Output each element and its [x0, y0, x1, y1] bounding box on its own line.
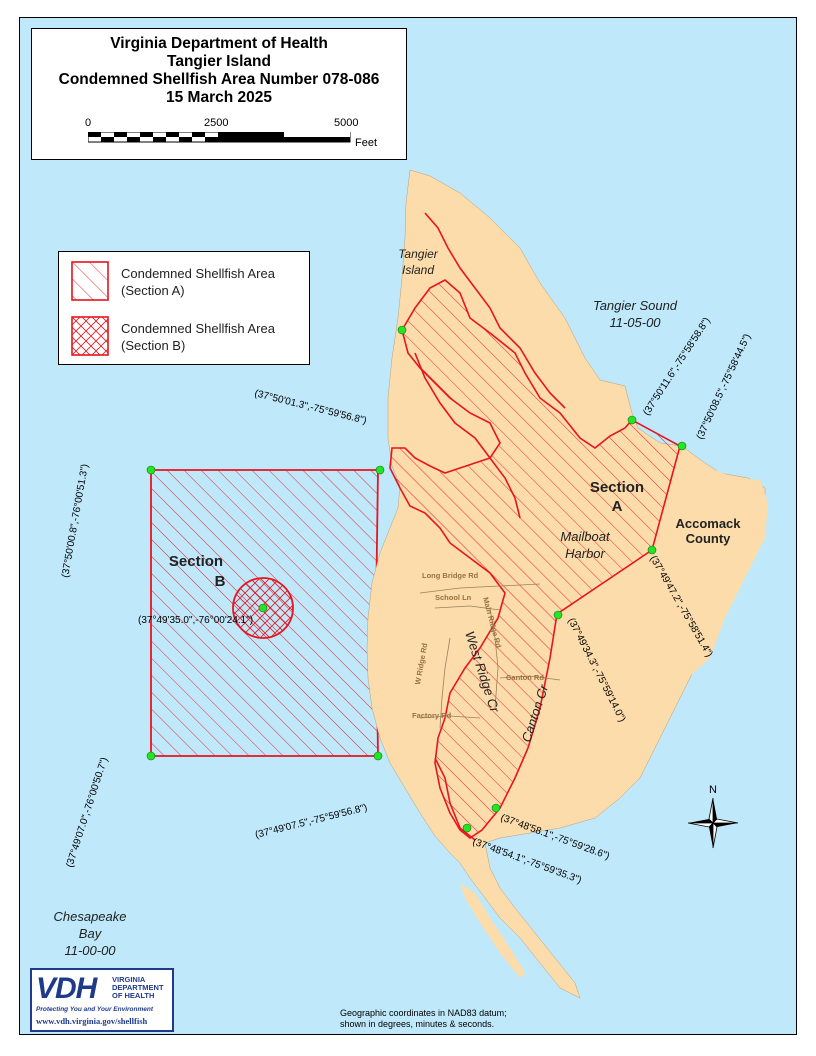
legend-sublabel: (Section B) — [121, 338, 186, 353]
scale-tick-5000: 5000 — [334, 117, 359, 129]
footnote-line: Geographic coordinates in NAD83 datum; — [340, 1008, 507, 1018]
scale-bar — [88, 132, 351, 143]
title-area-number: Condemned Shellfish Area Number 078-086 — [58, 71, 380, 88]
map-canvas: Tangier Island Tangier Sound 11-05-00 Se… — [20, 18, 796, 1034]
label-tangier-sound-code: 11-05-00 — [609, 315, 661, 330]
label-chesapeake-bay: Bay — [79, 926, 103, 941]
road-label-long-bridge: Long Bridge Rd — [422, 571, 479, 580]
scale-tick-0: 0 — [85, 117, 92, 129]
vdh-logo-text: VIRGINIA — [112, 975, 146, 984]
station-point — [647, 545, 657, 555]
legend-item-section-b: Condemned Shellfish Area (Section B) — [71, 316, 311, 360]
footnote-line: shown in degrees, minutes & seconds. — [340, 1019, 495, 1029]
label-mailboat: Mailboat — [560, 529, 611, 544]
label-chesapeake: Chesapeake — [54, 909, 127, 924]
label-accomack: Accomack — [675, 516, 741, 531]
station-point — [146, 465, 156, 475]
vdh-logo[interactable]: VDH VIRGINIA DEPARTMENT OF HEALTH Protec… — [30, 968, 174, 1032]
legend-item-section-a: Condemned Shellfish Area (Section A) — [71, 261, 311, 305]
scale-tick-2500: 2500 — [204, 117, 229, 129]
label-accomack-county: County — [686, 531, 732, 546]
north-label: N — [709, 784, 717, 796]
legend: Condemned Shellfish Area (Section A) Con… — [58, 251, 310, 365]
map-frame: Tangier Island Tangier Sound 11-05-00 Se… — [19, 17, 797, 1035]
inner-marsh-line — [414, 352, 521, 519]
label-mailboat-harbor: Harbor — [565, 546, 605, 561]
title-date: 15 March 2025 — [166, 89, 272, 106]
vdh-logo-mark: VDH — [36, 972, 97, 1005]
station-point — [258, 603, 268, 613]
station-point — [462, 823, 472, 833]
station-point — [677, 441, 687, 451]
road-network — [419, 583, 561, 729]
coord-label-center: (37°49'35.0",-76°00'24.1") — [138, 615, 253, 626]
label-tangier-island-2: Island — [402, 263, 434, 277]
datum-footnote: Geographic coordinates in NAD83 datum; s… — [340, 1008, 590, 1030]
north-marsh-line — [424, 212, 566, 409]
station-point — [375, 465, 385, 475]
label-chesapeake-code: 11-00-00 — [64, 943, 116, 958]
label-tangier-island: Tangier — [398, 247, 439, 261]
vdh-logo-text: OF HEALTH — [112, 991, 155, 1000]
legend-label: Condemned Shellfish Area — [121, 266, 275, 281]
title-location: Tangier Island — [167, 53, 271, 70]
vdh-logo-text: DEPARTMENT — [112, 983, 164, 992]
legend-sublabel: (Section A) — [121, 283, 185, 298]
vdh-url-link[interactable]: www.vdh.virginia.gov/shellfish — [36, 1016, 148, 1026]
label-section-b: Section — [169, 553, 223, 570]
legend-swatch-hatch — [71, 261, 109, 301]
station-point — [627, 415, 637, 425]
road-label-factory: Factory Rd — [412, 711, 452, 720]
title-agency: Virginia Department of Health — [110, 35, 328, 52]
legend-label: Condemned Shellfish Area — [121, 321, 275, 336]
scale-unit: Feet — [355, 137, 378, 149]
road-label-school-ln: School Ln — [435, 593, 472, 602]
station-point — [146, 751, 156, 761]
station-point — [491, 803, 501, 813]
station-point — [397, 325, 407, 335]
north-arrow-icon: N — [687, 784, 739, 849]
south-marsh-line — [434, 757, 476, 841]
vdh-logo-tagline: Protecting You and Your Environment — [36, 1006, 154, 1013]
section-a-polygon — [389, 279, 681, 839]
legend-swatch-crosshatch — [71, 316, 109, 356]
label-section-a: Section — [590, 479, 644, 496]
southern-spit — [460, 883, 525, 978]
label-section-a-letter: A — [612, 498, 623, 515]
station-point — [373, 751, 383, 761]
accomack-county-land — [652, 450, 768, 678]
station-point — [553, 610, 563, 620]
label-tangier-sound: Tangier Sound — [593, 298, 678, 313]
label-section-b-letter: B — [215, 573, 226, 590]
road-label-canton: Canton Rd — [506, 673, 544, 682]
title-box: Virginia Department of Health Tangier Is… — [31, 28, 407, 160]
